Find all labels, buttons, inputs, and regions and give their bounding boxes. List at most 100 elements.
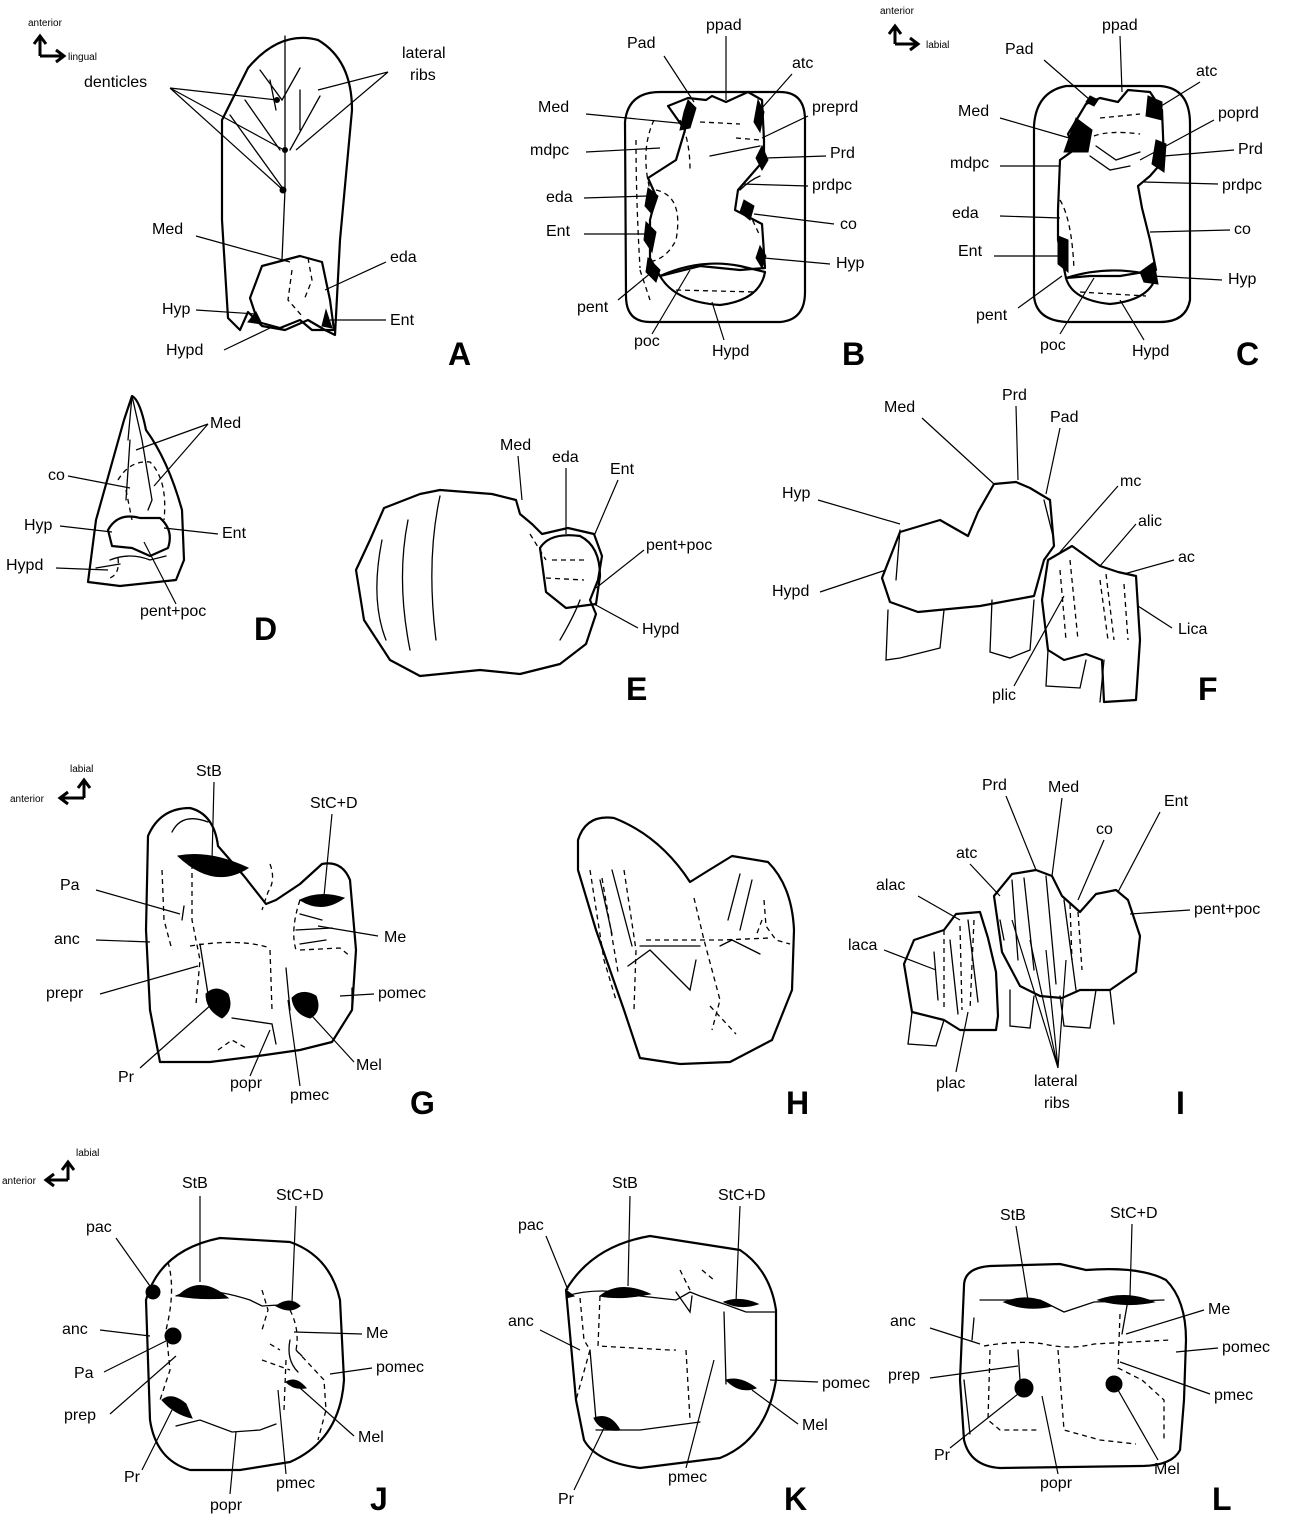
leader-pa: [104, 1340, 168, 1372]
label-med: Med: [500, 437, 531, 454]
label-eda: eda: [552, 449, 579, 466]
leader-pomec: [1176, 1348, 1218, 1352]
leader-pent: [618, 272, 652, 300]
leader-pad: [1046, 428, 1060, 494]
tooth-outline-g: [146, 808, 356, 1062]
leader-mdpc: [586, 148, 660, 152]
label-hypd: Hypd: [642, 621, 679, 638]
label-stb: StB: [182, 1175, 208, 1192]
leader-mel: [300, 1388, 354, 1436]
leader-alac: [918, 896, 960, 920]
leader-pad: [1044, 60, 1090, 100]
panel-e: Med eda Ent pent+poc Hypd E: [356, 437, 712, 707]
label-pa: Pa: [60, 877, 80, 894]
leader-poprd: [1140, 120, 1214, 160]
orientation-up-label: labial: [76, 1148, 99, 1159]
label-lateral-ribs-line2: ribs: [410, 67, 436, 84]
leader-pr: [574, 1428, 604, 1490]
label-pent: pent: [577, 299, 609, 316]
tooth-outline-k: [566, 1236, 776, 1468]
leader-pent-poc: [596, 550, 644, 588]
panel-k: StB StC+D pac anc pomec Mel pmec Pr K: [508, 1175, 870, 1514]
leader-co: [68, 476, 130, 488]
label-mc: mc: [1120, 473, 1141, 490]
leader-me: [294, 1332, 362, 1334]
leader-co: [1078, 840, 1104, 900]
label-pent-poc: pent+poc: [1194, 901, 1260, 918]
label-stc-d: StC+D: [1110, 1205, 1158, 1222]
leader-prd: [1016, 406, 1018, 480]
leader-poc: [652, 270, 690, 334]
leader-stb: [212, 782, 214, 860]
leader-co: [754, 214, 834, 224]
label-med: Med: [1048, 779, 1079, 796]
label-pomec: pomec: [378, 985, 426, 1002]
label-prdpc: prdpc: [812, 177, 852, 194]
panel-b: ppad Pad atc Med preprd mdpc Prd prdpc e…: [530, 17, 865, 372]
label-med: Med: [152, 221, 183, 238]
label-co: co: [1234, 221, 1251, 238]
panel-letter-f: F: [1198, 671, 1218, 707]
label-atc: atc: [1196, 63, 1217, 80]
leader-pmec: [1120, 1362, 1210, 1394]
leader-eda: [584, 196, 648, 198]
label-anc: anc: [890, 1313, 916, 1330]
label-hypd: Hypd: [1132, 343, 1169, 360]
label-me: Me: [1208, 1301, 1230, 1318]
panel-a: anterior lingual denticles lateral ribs …: [28, 18, 471, 372]
leader-stc-d: [1130, 1224, 1132, 1296]
label-pent-poc: pent+poc: [140, 603, 206, 620]
leader-lateral-ribs: [296, 72, 388, 150]
label-popr: popr: [1040, 1475, 1073, 1492]
leader-hyp: [60, 526, 112, 532]
leader-pomec: [330, 1368, 372, 1374]
label-mdpc: mdpc: [530, 142, 569, 159]
label-med: Med: [210, 415, 241, 432]
label-stb: StB: [196, 763, 222, 780]
leader-med: [1052, 798, 1062, 876]
label-mel: Mel: [356, 1057, 382, 1074]
label-lica: Lica: [1178, 621, 1207, 638]
label-co: co: [48, 467, 65, 484]
leader-me: [1126, 1310, 1204, 1334]
orientation-up-label: anterior: [28, 18, 63, 29]
leader-hyp: [818, 500, 900, 524]
label-hyp: Hyp: [1228, 271, 1257, 288]
orientation-arrow-icon: [34, 36, 64, 62]
leader-stb: [1016, 1226, 1028, 1300]
tooth-outline-f: [882, 482, 1140, 702]
label-anc: anc: [508, 1313, 534, 1330]
label-alic: alic: [1138, 513, 1162, 530]
panel-letter-h: H: [786, 1085, 809, 1121]
label-mel: Mel: [802, 1417, 828, 1434]
label-pmec: pmec: [1214, 1387, 1253, 1404]
orientation-up-label: anterior: [880, 6, 915, 17]
tooth-outline-h: [578, 817, 794, 1064]
label-pr: Pr: [118, 1069, 135, 1086]
leader-med: [1000, 118, 1076, 140]
tooth-outline-b: [625, 92, 805, 322]
panel-i: Prd Med Ent atc co alac pent+poc laca pl…: [848, 777, 1260, 1121]
label-popr: popr: [210, 1497, 243, 1514]
leader-pr: [142, 1410, 172, 1470]
leader-preprd: [762, 116, 808, 138]
label-popr: popr: [230, 1075, 263, 1092]
leader-me: [318, 926, 378, 936]
label-pent-poc: pent+poc: [646, 537, 712, 554]
leader-ppad: [1120, 36, 1122, 92]
label-prep: prep: [64, 1407, 96, 1424]
tooth-outline-e: [356, 490, 602, 676]
leader-denticles: [170, 88, 284, 190]
panel-letter-g: G: [410, 1085, 435, 1121]
label-ent: Ent: [1164, 793, 1189, 810]
label-med: Med: [958, 103, 989, 120]
label-prepr: prepr: [46, 985, 84, 1002]
label-pmec: pmec: [290, 1087, 329, 1104]
label-pent: pent: [976, 307, 1008, 324]
leader-prd: [1164, 150, 1234, 156]
leader-stc-d: [292, 1206, 296, 1302]
leader-med: [586, 114, 688, 124]
leader-anc: [540, 1330, 580, 1350]
leader-pomec: [770, 1380, 818, 1382]
label-pr: Pr: [934, 1447, 951, 1464]
